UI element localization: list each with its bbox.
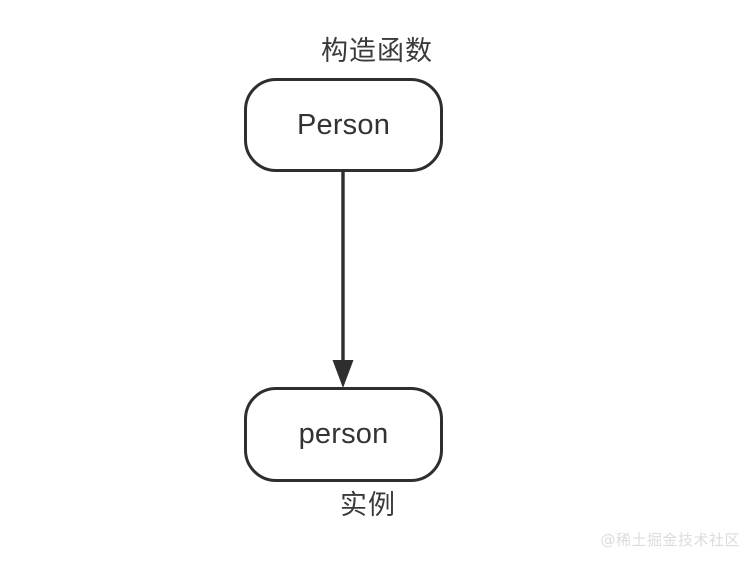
caption-constructor: 构造函数 <box>321 36 433 67</box>
arrowhead-icon <box>332 360 354 388</box>
caption-instance: 实例 <box>340 490 396 521</box>
node-person-class-label: Person <box>296 108 391 141</box>
node-person-instance-label: person <box>298 418 389 450</box>
node-person-class[interactable]: Person <box>244 78 443 172</box>
node-person-instance[interactable]: person <box>244 387 443 482</box>
watermark: @稀土掘金技术社区 <box>600 531 740 549</box>
